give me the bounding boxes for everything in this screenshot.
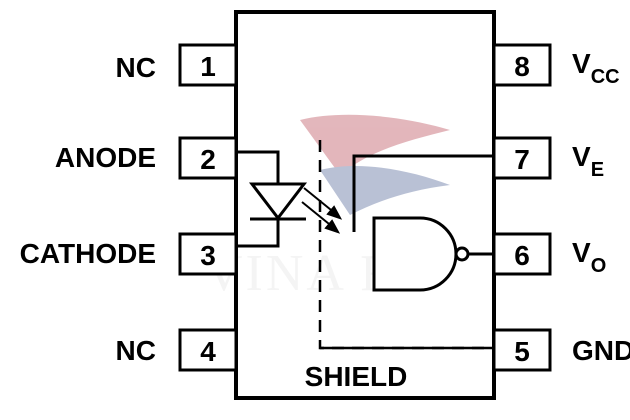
anode-wire bbox=[236, 150, 280, 183]
pin-4-box bbox=[178, 328, 238, 372]
pin-6-number: 6 bbox=[514, 240, 530, 271]
pin-4-name: NC bbox=[116, 335, 156, 366]
pin-3: 3 CATHODE bbox=[20, 232, 238, 276]
pin-1-box bbox=[178, 43, 238, 87]
pin-7-number: 7 bbox=[514, 144, 530, 175]
pin-8-name-sub: CC bbox=[591, 66, 620, 88]
cathode-wire bbox=[236, 219, 280, 248]
pin-6-name-sub: O bbox=[591, 255, 607, 277]
pin-6-name-main: V bbox=[572, 237, 591, 268]
pin-1-number: 1 bbox=[200, 51, 216, 82]
shield-label: SHIELD bbox=[305, 361, 408, 392]
pin-7-box bbox=[492, 136, 552, 180]
pin-8: 8 VCC bbox=[492, 43, 620, 88]
pin-4: 4 NC bbox=[116, 328, 238, 372]
pin-6: 6 VO bbox=[492, 232, 606, 277]
pin-8-name: VCC bbox=[572, 48, 620, 88]
pin-5-box bbox=[492, 328, 552, 372]
pin-7-name-sub: E bbox=[591, 159, 604, 181]
nand-gate-body-icon bbox=[372, 216, 458, 292]
watermark-wing-red bbox=[300, 114, 450, 175]
pin-7-name: VE bbox=[572, 141, 604, 181]
pin-2: 2 ANODE bbox=[55, 136, 238, 180]
pin-5-number: 5 bbox=[514, 336, 530, 367]
pin-1: 1 NC bbox=[116, 43, 238, 87]
pin-6-box bbox=[492, 232, 552, 276]
pin-2-box bbox=[178, 136, 238, 180]
nand-gate bbox=[372, 216, 494, 292]
pin-8-name-main: V bbox=[572, 48, 591, 79]
pin-5-name: GND bbox=[572, 335, 630, 366]
pin-7-name-main: V bbox=[572, 141, 591, 172]
ve-wire bbox=[352, 154, 494, 232]
pin-8-number: 8 bbox=[514, 51, 530, 82]
nand-bubble-icon bbox=[454, 246, 470, 262]
pin-2-name: ANODE bbox=[55, 142, 156, 173]
package-body bbox=[234, 10, 496, 400]
pin-3-number: 3 bbox=[200, 240, 216, 271]
led-triangle-icon bbox=[248, 182, 308, 221]
pin-3-box bbox=[178, 232, 238, 276]
pin-2-number: 2 bbox=[200, 144, 216, 175]
led-diode bbox=[236, 150, 308, 248]
pin-8-box bbox=[492, 43, 552, 87]
pin-5: 5 GND bbox=[492, 328, 630, 372]
pin-6-name: VO bbox=[572, 237, 606, 277]
pin-7: 7 VE bbox=[492, 136, 604, 181]
pin-4-number: 4 bbox=[200, 336, 216, 367]
watermark-wing-blue bbox=[320, 165, 450, 215]
pin-1-name: NC bbox=[116, 52, 156, 83]
pin-3-name: CATHODE bbox=[20, 238, 156, 269]
